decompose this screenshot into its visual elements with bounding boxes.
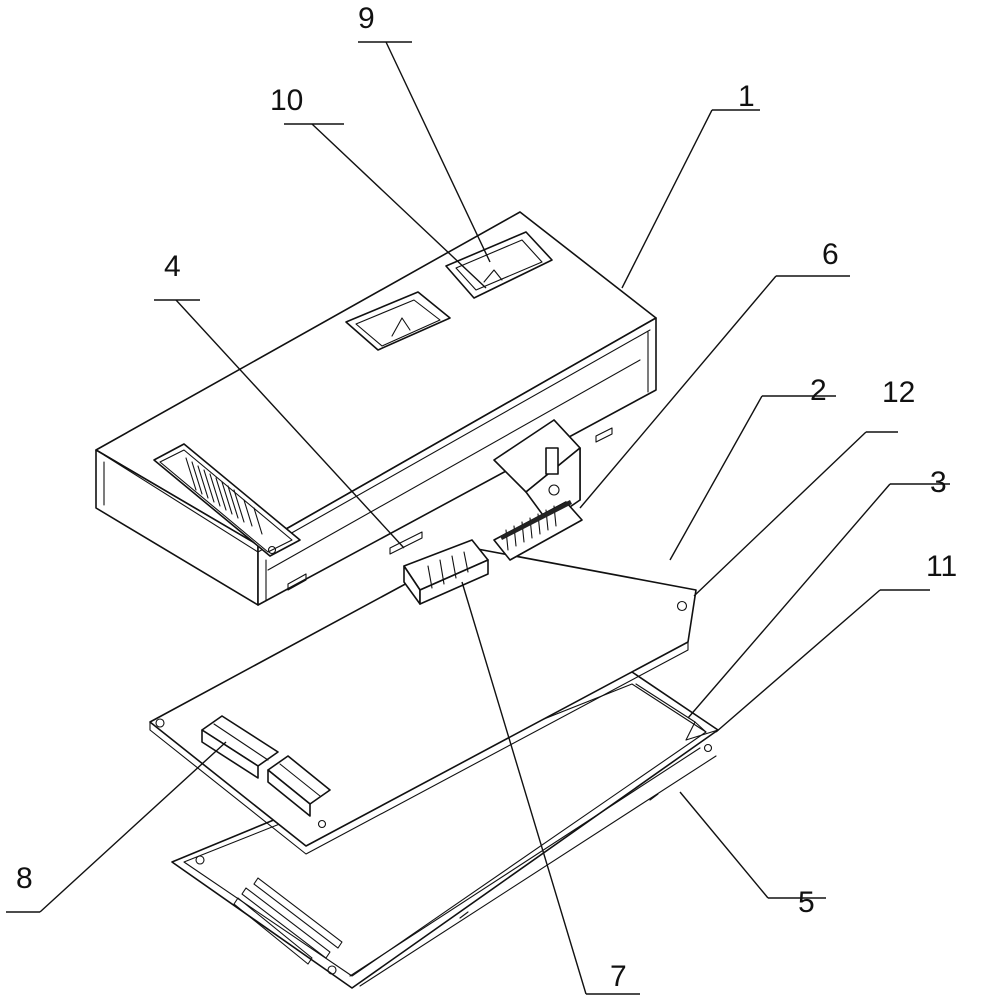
callout-3: 3 [930, 466, 947, 499]
top-housing [95, 211, 657, 606]
pin-header-connector [493, 500, 583, 561]
leader-lines [6, 41, 950, 995]
callout-11: 11 [926, 550, 957, 583]
pin-array-front [185, 457, 263, 535]
center-connector [403, 539, 489, 605]
callout-2: 2 [810, 374, 827, 407]
callout-10: 10 [270, 84, 303, 117]
callout-4: 4 [164, 250, 181, 283]
callout-12: 12 [882, 376, 915, 409]
circuit-board [149, 547, 697, 855]
callout-7: 7 [610, 960, 627, 993]
callout-8: 8 [16, 862, 33, 895]
callout-6: 6 [822, 238, 839, 271]
callout-9: 9 [358, 2, 375, 35]
callout-labels: 1 2 3 4 5 6 7 8 9 10 11 12 [16, 2, 957, 993]
callout-1: 1 [738, 80, 755, 113]
callout-5: 5 [798, 886, 815, 919]
